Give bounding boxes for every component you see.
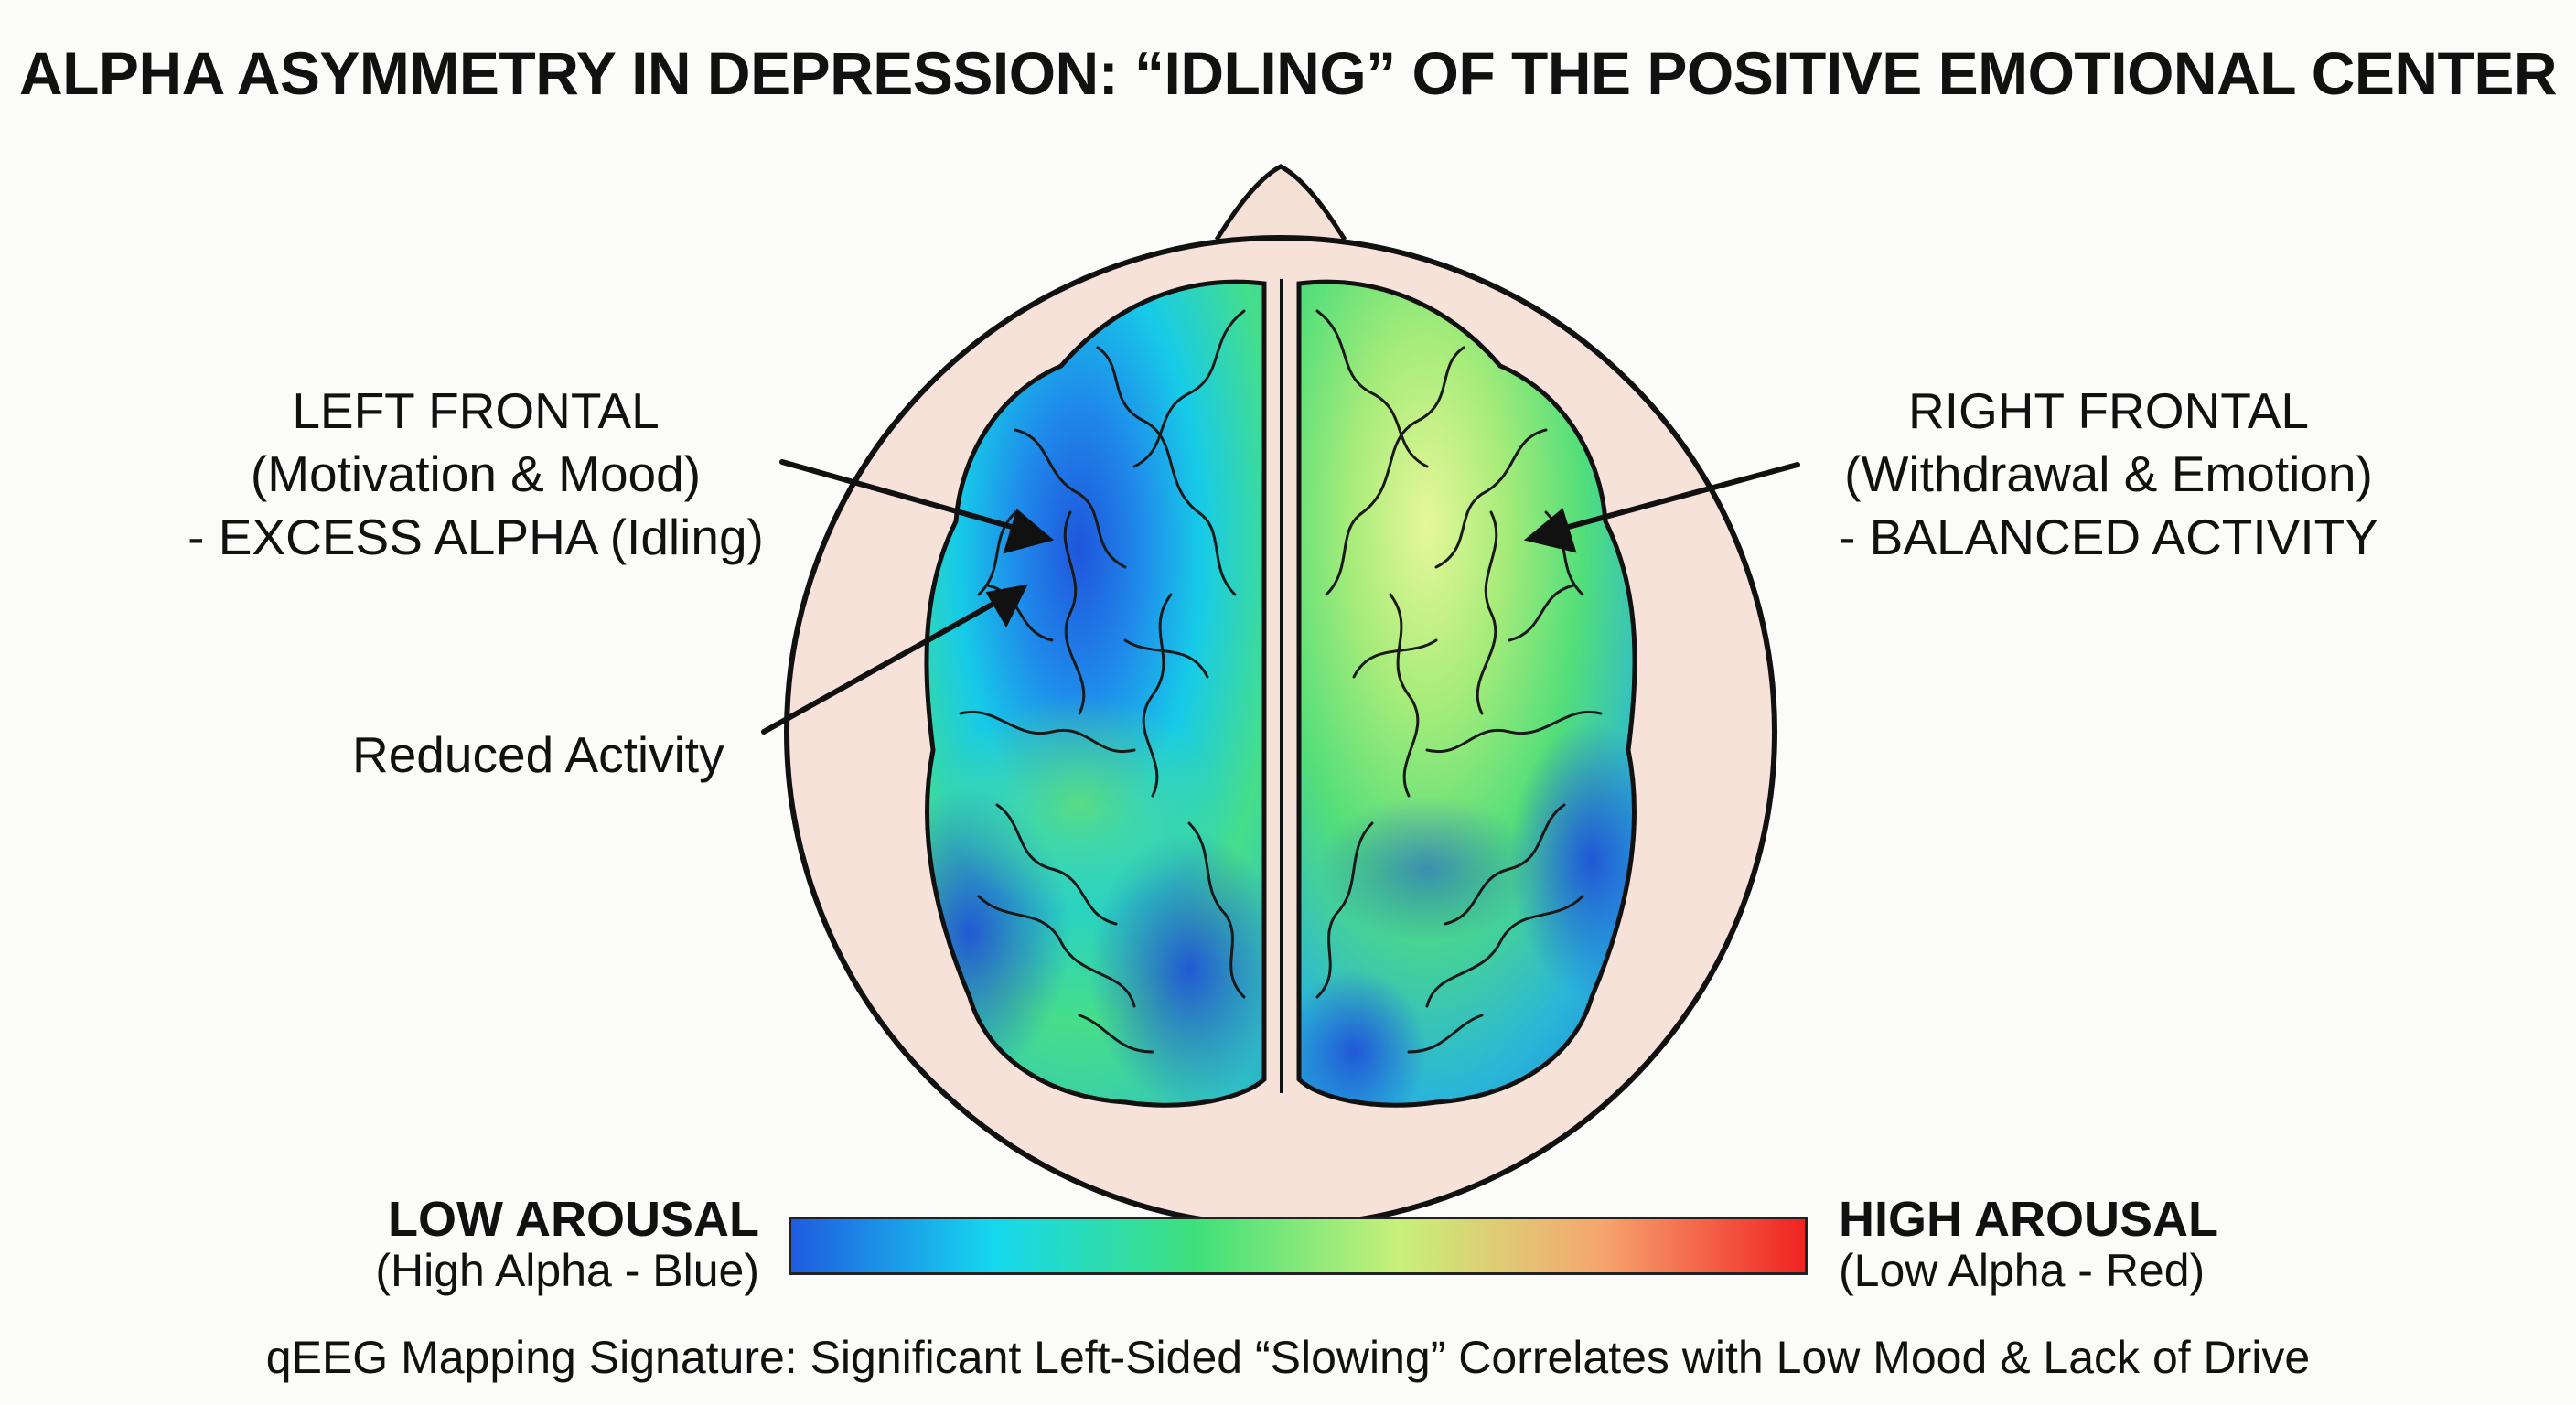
low-arousal-title: LOW AROUSAL bbox=[388, 1192, 759, 1247]
left-frontal-label: LEFT FRONTAL (Motivation & Mood) - EXCES… bbox=[178, 380, 773, 569]
left-frontal-arrow bbox=[779, 459, 1027, 533]
right-frontal-arrow bbox=[1552, 462, 1800, 533]
high-arousal-subtitle: (Low Alpha - Red) bbox=[1839, 1245, 2206, 1296]
left-frontal-title: LEFT FRONTAL bbox=[292, 382, 660, 439]
right-frontal-function: (Withdrawal & Emotion) bbox=[1844, 445, 2373, 502]
arousal-color-scale bbox=[789, 1217, 1808, 1275]
high-arousal-title: HIGH AROUSAL bbox=[1839, 1192, 2218, 1247]
right-frontal-title: RIGHT FRONTAL bbox=[1908, 382, 2309, 439]
left-frontal-function: (Motivation & Mood) bbox=[250, 445, 702, 502]
low-arousal-subtitle: (High Alpha - Blue) bbox=[375, 1245, 759, 1296]
reduced-activity-arrow bbox=[761, 596, 1004, 735]
high-arousal-label: HIGH AROUSAL (Low Alpha - Red) bbox=[1839, 1194, 2250, 1296]
reduced-activity-label: Reduced Activity bbox=[352, 726, 724, 783]
right-frontal-finding: - BALANCED ACTIVITY bbox=[1839, 509, 2378, 565]
nose-icon bbox=[1214, 164, 1347, 241]
low-arousal-label: LOW AROUSAL (High Alpha - Blue) bbox=[357, 1194, 759, 1296]
left-frontal-finding: - EXCESS ALPHA (Idling) bbox=[188, 509, 764, 565]
footer-caption: qEEG Mapping Signature: Significant Left… bbox=[265, 1332, 2311, 1383]
page-title: ALPHA ASYMMETRY IN DEPRESSION: “IDLING” … bbox=[18, 39, 2558, 107]
right-frontal-label: RIGHT FRONTAL (Withdrawal & Emotion) - B… bbox=[1816, 380, 2401, 569]
